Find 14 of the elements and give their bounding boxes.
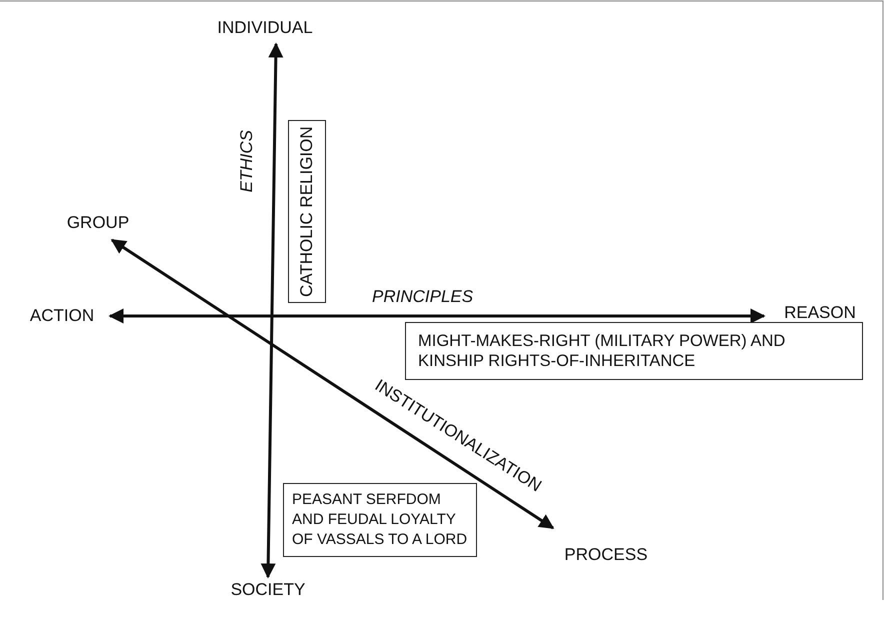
double-headed-arrow [108,308,766,324]
double-headed-arrow [260,42,284,578]
axis-end-label: GROUP [58,213,138,233]
axis-title: PRINCIPLES [372,287,474,307]
text-box: PEASANT SERFDOM AND FEUDAL LOYALTY OF VASSALS TO A LORD [283,483,477,557]
axis-end-label: INDIVIDUAL [205,18,325,38]
axis-end-label: PROCESS [556,545,656,565]
double-headed-arrow [110,238,554,530]
axis-end-label: SOCIETY [218,580,318,600]
axis-end-label: REASON [770,303,870,323]
axis-title: ETHICS [237,130,257,192]
axis-end-label: ACTION [18,306,106,326]
text-box: CATHOLIC RELIGION [288,120,326,303]
text-box: MIGHT-MAKES-RIGHT (MILITARY POWER) AND KINSHIP RIGHTS-OF-INHERITANCE [405,322,863,380]
